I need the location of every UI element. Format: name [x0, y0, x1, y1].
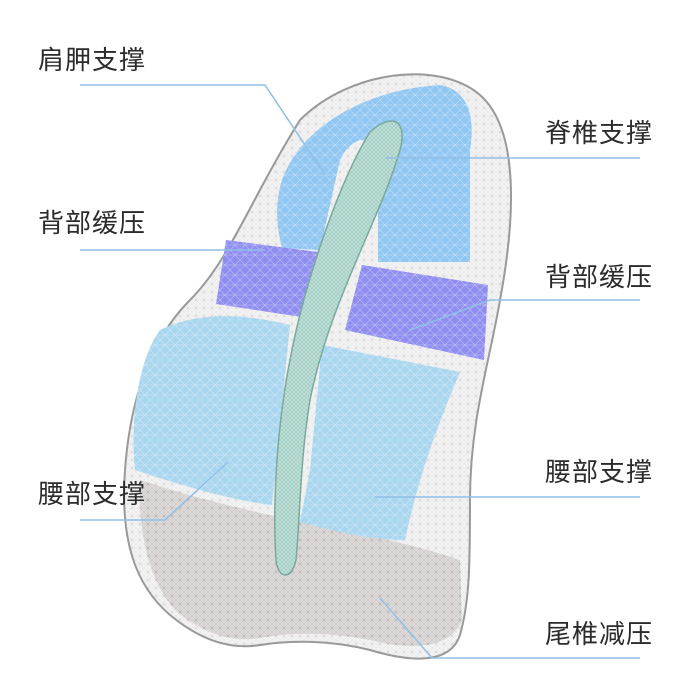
label-tailbone-relief: 尾椎减压 [545, 622, 653, 648]
label-waist-support-left: 腰部支撑 [38, 482, 146, 508]
label-shoulder-support: 肩胛支撑 [38, 48, 146, 74]
label-back-relief-left: 背部缓压 [38, 211, 146, 237]
label-spine-support: 脊椎支撑 [545, 121, 653, 147]
label-back-relief-right: 背部缓压 [545, 265, 653, 291]
label-waist-support-right: 腰部支撑 [545, 460, 653, 486]
